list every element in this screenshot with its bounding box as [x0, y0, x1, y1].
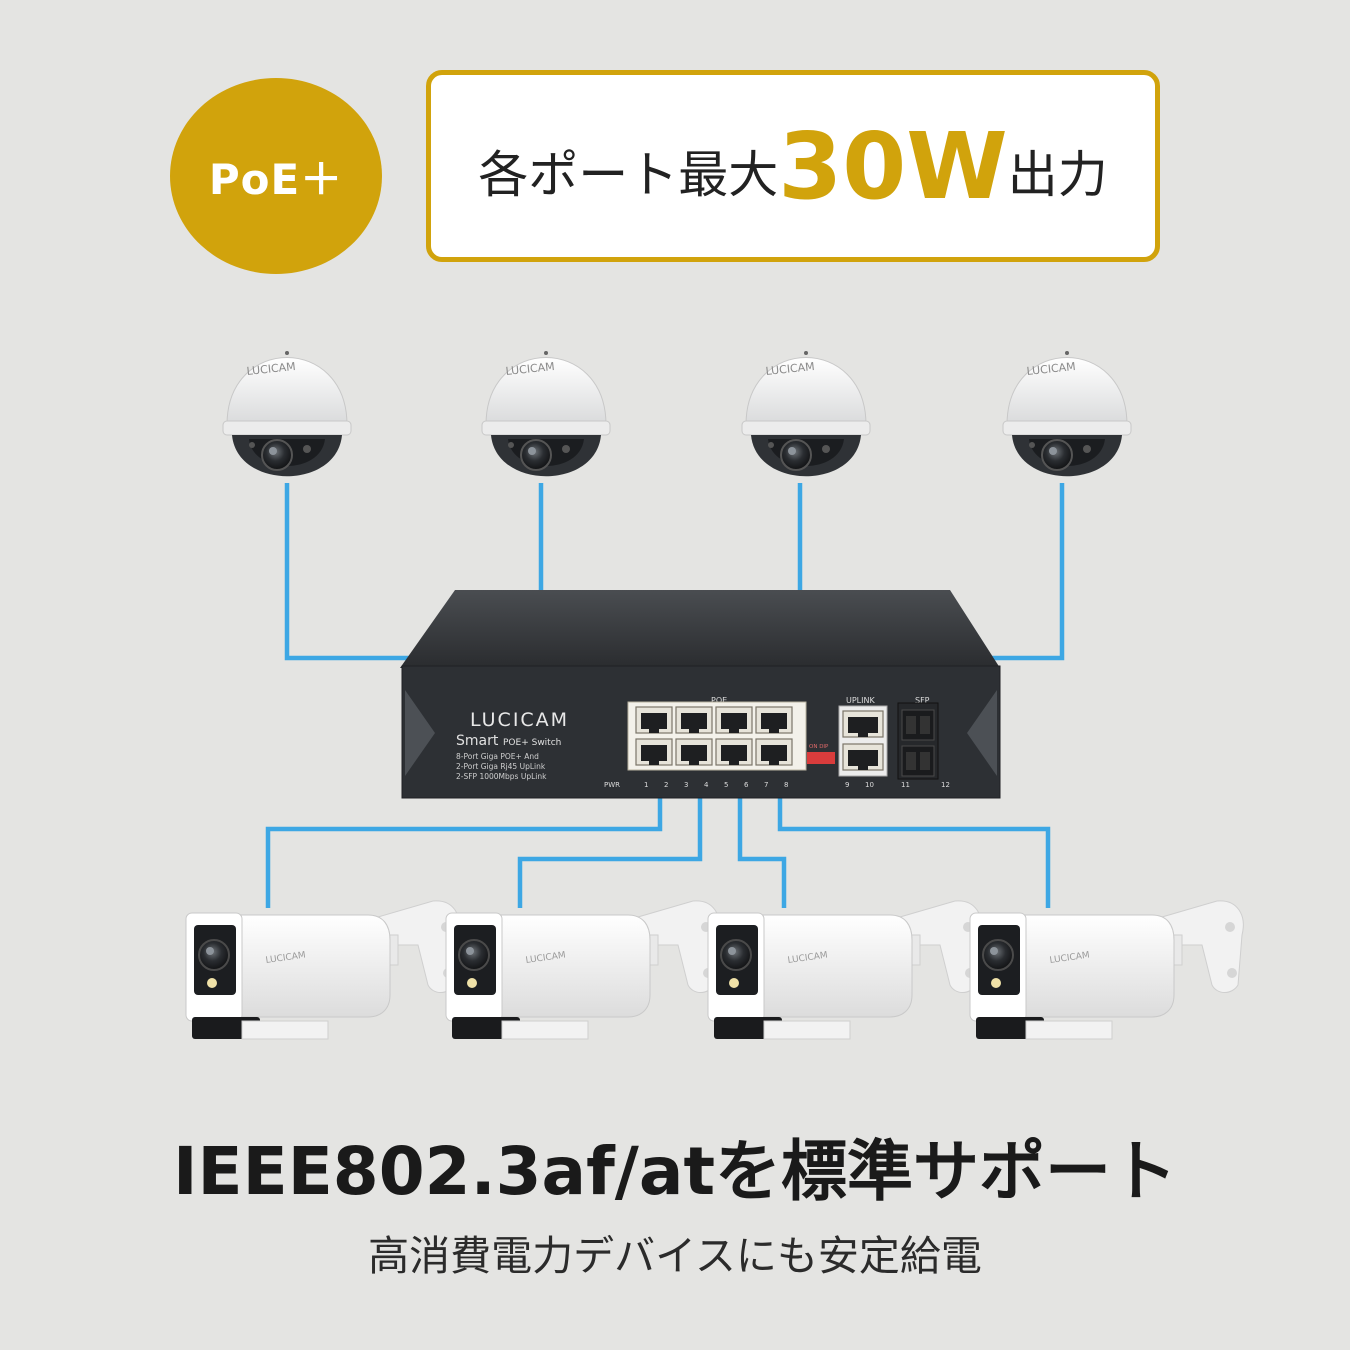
dome-camera-brand: LUCICAM: [505, 360, 555, 378]
bullet-camera-4: LUCICAM: [969, 899, 1245, 1040]
poe-switch: LUCICAM Smart POE+ Switch 8-Port Giga PO…: [400, 590, 1001, 799]
bullet-camera-body: [969, 899, 1245, 1040]
poe-port-4: [755, 706, 793, 734]
poe-port-5: [635, 738, 673, 766]
uplink-port-1: [842, 710, 884, 738]
switch-label-uplink: UPLINK: [846, 696, 875, 705]
sfp-port-2: [901, 745, 935, 777]
switch-label-pwr: PWR: [604, 781, 620, 789]
dome-camera-2: LUCICAM: [481, 350, 611, 478]
port-number-9: 9: [845, 781, 849, 789]
port-number-11: 11: [901, 781, 910, 789]
footer-subtitle: 高消費電力デバイスにも安定給電: [368, 1232, 982, 1280]
poe-port-6: [675, 738, 713, 766]
port-number-10: 10: [865, 781, 874, 789]
switch-spec-line-2: 2-Port Giga Rj45 UpLink: [456, 762, 546, 771]
badge-label: PoE＋: [208, 154, 344, 204]
dome-camera-3: LUCICAM: [741, 350, 871, 478]
bullet-camera-2: LUCICAM: [445, 899, 721, 1040]
poe-port-7: [715, 738, 753, 766]
dome-cameras: LUCICAM LUCICAM LUCICAM LUCICAM: [222, 350, 1132, 478]
uplink-port-2: [842, 743, 884, 771]
bullet-camera-1: LUCICAM: [185, 899, 461, 1040]
headline-suffix: 出力: [1007, 145, 1108, 204]
footer-title: IEEE802.3af/atを標準サポート: [172, 1133, 1178, 1210]
switch-label-poe: POE: [711, 696, 727, 705]
switch-brand: LUCICAM: [470, 709, 569, 731]
bullet-camera-body: [185, 899, 461, 1040]
poe-port-3: [715, 706, 753, 734]
headline: 各ポート最大30W出力: [478, 113, 1108, 220]
headline-box: 各ポート最大30W出力: [426, 70, 1160, 262]
bullet-camera-body: [707, 899, 983, 1040]
poe-port-2: [675, 706, 713, 734]
switch-model-smart: Smart: [456, 733, 499, 749]
headline-prefix: 各ポート最大: [478, 145, 779, 204]
switch-label-dip: ON DIP: [809, 744, 829, 750]
port-number-1: 1: [644, 781, 648, 789]
switch-spec-line-3: 2-SFP 1000Mbps UpLink: [456, 772, 547, 781]
port-number-3: 3: [684, 781, 688, 789]
bullet-camera-body: [445, 899, 721, 1040]
network-diagram: LUCICAM Smart POE+ Switch 8-Port Giga PO…: [185, 350, 1245, 1040]
switch-label-sfp: SFP: [915, 696, 930, 705]
dome-camera-brand: LUCICAM: [246, 360, 296, 378]
cable-bullet-2: [517, 766, 703, 908]
poe-port-8: [755, 738, 793, 766]
dome-camera-brand: LUCICAM: [1026, 360, 1076, 378]
port-number-12: 12: [941, 781, 950, 789]
poe-plus-badge: PoE＋: [170, 78, 382, 274]
switch-model-poe: POE+ Switch: [503, 738, 561, 748]
bullet-camera-3: LUCICAM: [707, 899, 983, 1040]
headline-number: 30W: [778, 112, 1008, 220]
port-number-7: 7: [764, 781, 768, 789]
dome-camera-4: LUCICAM: [1002, 350, 1132, 478]
port-number-6: 6: [744, 781, 749, 789]
switch-spec-line-1: 8-Port Giga POE+ And: [456, 752, 539, 761]
port-number-2: 2: [664, 781, 668, 789]
port-number-8: 8: [784, 781, 788, 789]
sfp-port-1: [901, 709, 935, 741]
port-number-5: 5: [724, 781, 728, 789]
port-number-4: 4: [704, 781, 709, 789]
dome-camera-brand: LUCICAM: [765, 360, 815, 378]
poe-port-1: [635, 706, 673, 734]
cable-bullet-3: [737, 766, 787, 908]
switch-ports: [635, 706, 935, 777]
dome-camera-1: LUCICAM: [222, 350, 352, 478]
